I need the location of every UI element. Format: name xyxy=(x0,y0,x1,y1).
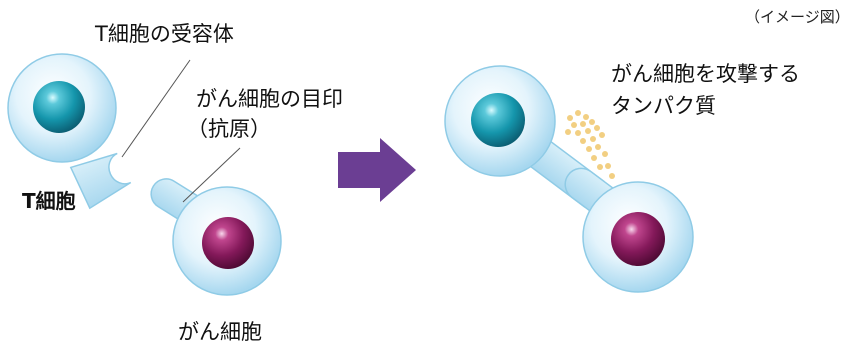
t-cell-left-nucleus xyxy=(33,81,85,133)
antigen-leader-line xyxy=(182,147,241,203)
cancer-cell-left xyxy=(150,178,282,296)
label-attack-protein-line2: タンパク質 xyxy=(611,94,716,118)
bound-cancer-cell-nucleus xyxy=(611,212,665,266)
bound-complex xyxy=(444,65,694,293)
label-attack-protein-line1: がん細胞を攻撃する xyxy=(611,62,800,86)
receptor-leader-line xyxy=(121,59,191,158)
label-cancer-cell: がん細胞 xyxy=(178,320,262,344)
label-cancer-marker-line1: がん細胞の目印 xyxy=(196,87,343,111)
label-t-cell: T細胞 xyxy=(22,189,76,213)
label-cancer-marker-line2: （抗原） xyxy=(187,117,271,141)
attack-protein-particles xyxy=(565,110,615,179)
transition-arrow xyxy=(338,138,416,202)
label-t-cell-receptor: T細胞の受容体 xyxy=(95,22,234,46)
cancer-cell-left-nucleus xyxy=(202,217,254,269)
image-note: （イメージ図） xyxy=(745,8,847,26)
t-cell-left xyxy=(7,53,132,210)
t-cell-left-receptor-stem xyxy=(69,152,132,210)
bound-t-cell-nucleus xyxy=(471,93,525,147)
